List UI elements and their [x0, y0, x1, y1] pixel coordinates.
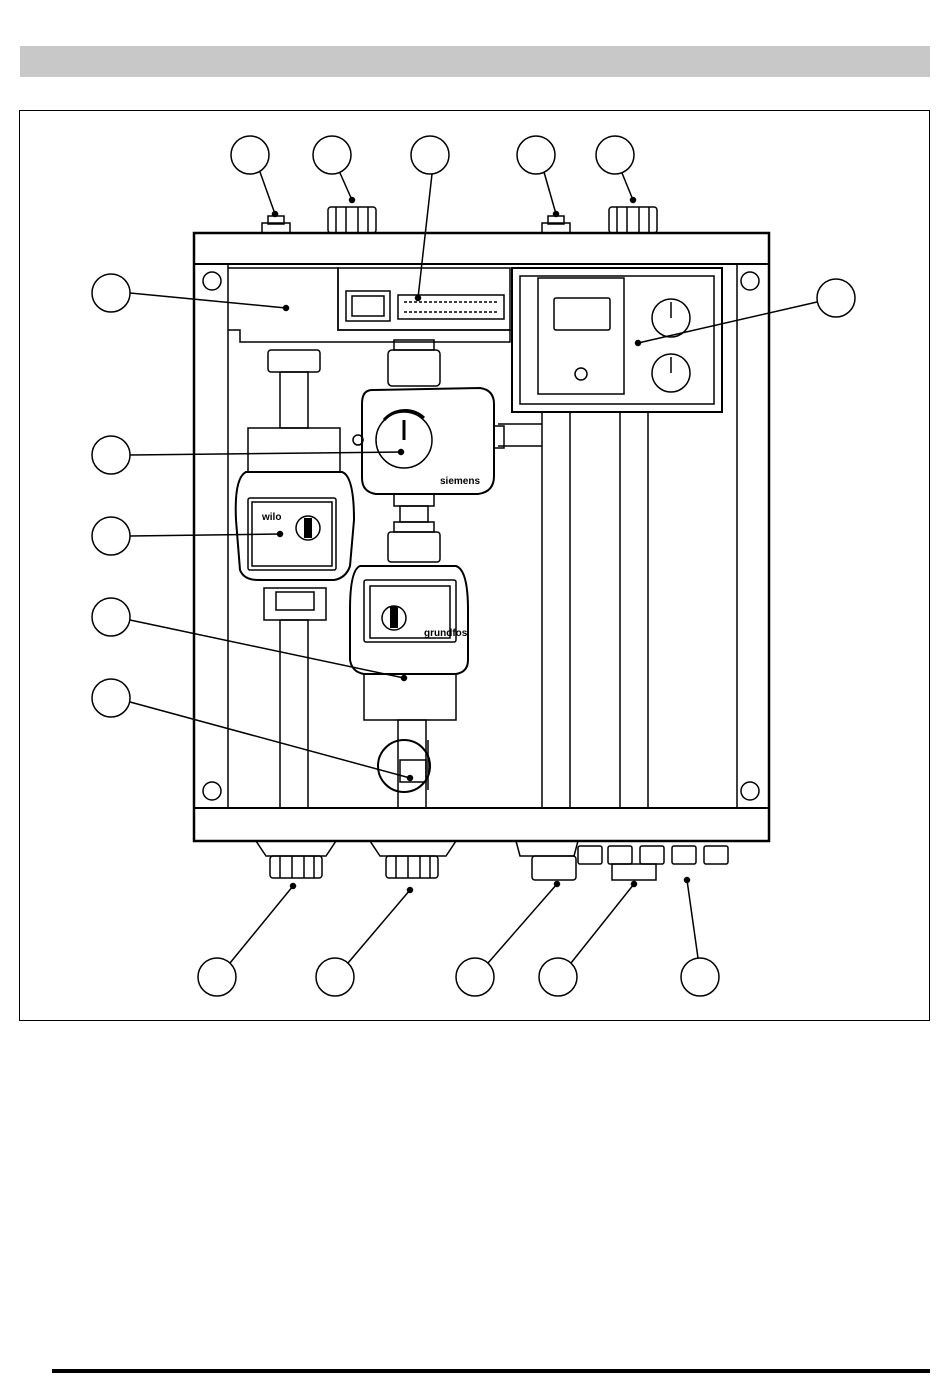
- top-fittings: [262, 207, 657, 233]
- cable-gland-icon: [578, 846, 602, 864]
- callout-bottom-5: [681, 878, 719, 997]
- callout-top-4: [517, 136, 559, 217]
- right-circulation-pump: grundfos: [350, 566, 468, 808]
- controller-display: [554, 298, 610, 330]
- screw-icon: [741, 782, 759, 800]
- screw-icon: [741, 272, 759, 290]
- controller-unit: [512, 268, 722, 412]
- screw-icon: [203, 272, 221, 290]
- vertical-rails: [498, 412, 648, 808]
- left-pump-brand: wilo: [261, 512, 281, 523]
- led-icon: [575, 368, 587, 380]
- callout-bottom-2: [316, 888, 413, 997]
- bottom-fittings: [256, 841, 728, 880]
- callout-left-4: [92, 598, 407, 681]
- screw-icon: [203, 782, 221, 800]
- callout-bottom-4: [539, 882, 637, 997]
- callout-top-1: [231, 136, 278, 217]
- cable-gland-icon: [640, 846, 664, 864]
- mixing-valve-actuator: siemens: [353, 340, 504, 562]
- callout-bottom-1: [198, 884, 296, 997]
- right-pump-brand: grundfos: [424, 628, 468, 639]
- actuator-brand: siemens: [440, 476, 480, 487]
- callout-left-1: [92, 274, 289, 312]
- callout-left-3: [92, 517, 283, 555]
- callout-top-3: [411, 136, 449, 301]
- cable-gland-icon: [672, 846, 696, 864]
- cable-gland-icon: [608, 846, 632, 864]
- callout-top-5: [596, 136, 636, 203]
- ball-valve-handle-icon: [378, 740, 430, 792]
- callout-top-2: [313, 136, 355, 203]
- cable-gland-icon: [704, 846, 728, 864]
- footer-rule: [52, 1369, 930, 1373]
- left-circulation-pump: wilo: [236, 428, 354, 580]
- terminal-housing: [228, 268, 510, 342]
